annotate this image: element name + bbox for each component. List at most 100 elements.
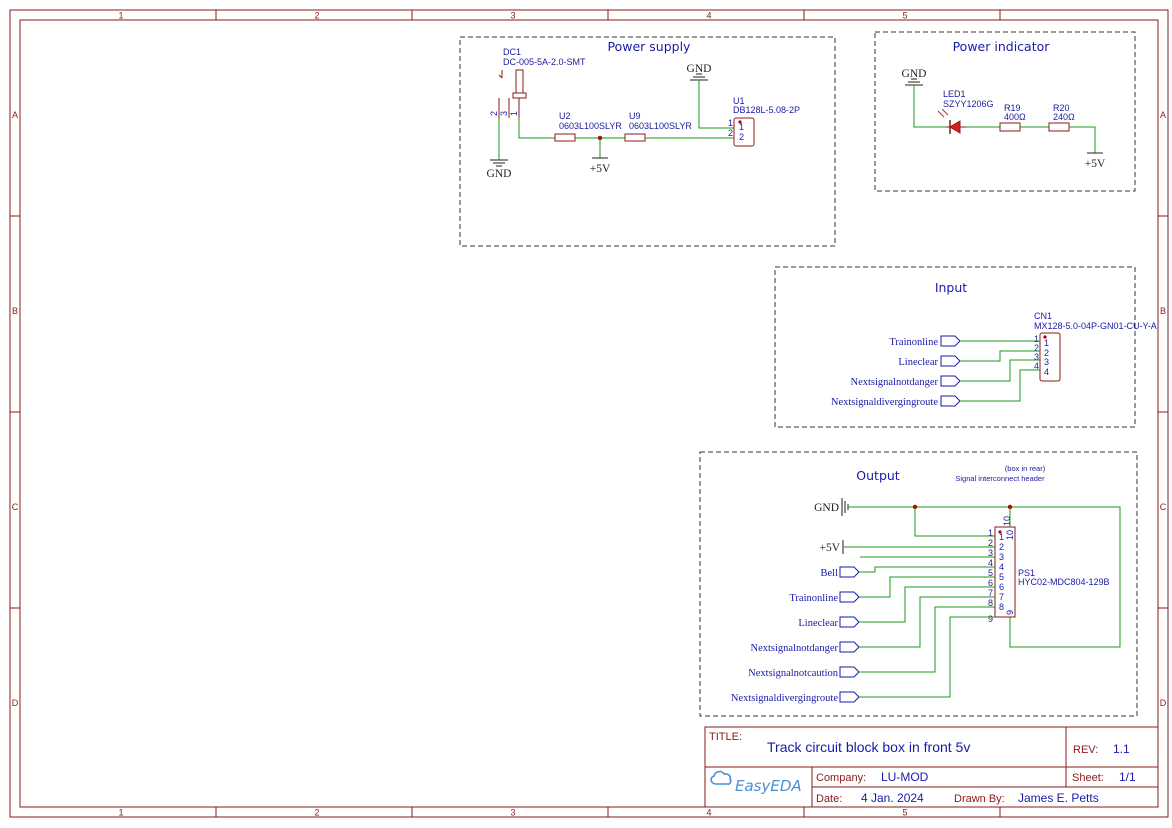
component-value: 400Ω (1004, 112, 1026, 122)
row-marker: C (12, 502, 19, 512)
pin-number: 6 (988, 578, 993, 588)
dc1-jack[interactable]: DC1 DC-005-5A-2.0-SMT 2 3 1 (489, 47, 586, 118)
net-label: Nextsignaldivergingroute (731, 693, 838, 704)
pin-number: 3 (499, 111, 509, 116)
pin-number: 5 (988, 568, 993, 578)
pin-number: 1 (1034, 334, 1039, 344)
net-label: Trainonline (889, 337, 938, 348)
pin-number: 3 (988, 548, 993, 558)
pin-number: 2 (1034, 343, 1039, 353)
rev-label: REV: (1073, 744, 1098, 756)
pin-label: 3 (999, 552, 1004, 562)
pin-label: 2 (739, 132, 744, 142)
output-net-port[interactable]: Trainonline (789, 591, 860, 604)
block-title-output: Output (856, 468, 900, 483)
header-note: (box in rear) (1005, 464, 1046, 473)
vcc-symbol: +5V (1085, 152, 1106, 170)
power-indicator-block[interactable]: Power indicator GND LED1 SZYY1206G R19 4… (874, 31, 1136, 192)
column-markers-bottom: 1 2 3 4 5 (118, 808, 907, 818)
component-value: 240Ω (1053, 112, 1075, 122)
pin-label: 1 (1044, 338, 1049, 348)
ps1-header[interactable]: PS1 HYC02-MDC804-129B 1 2 3 4 5 6 7 8 9 … (988, 516, 1110, 624)
pin-number: 2 (728, 128, 733, 138)
col-marker: 1 (118, 11, 123, 21)
pin-number: 2 (988, 538, 993, 548)
header-note: Signal interconnect header (955, 474, 1045, 483)
input-net-port[interactable]: Lineclear (898, 355, 961, 368)
pin-label: 6 (999, 582, 1004, 592)
net-label: Nextsignaldivergingroute (831, 397, 938, 408)
row-markers-left: A B C D (12, 110, 19, 708)
component-ref: LED1 (943, 89, 966, 99)
component-value: 0603L100SLYR (629, 121, 692, 131)
component-ref: U1 (733, 96, 745, 106)
input-net-port[interactable]: Trainonline (889, 335, 961, 348)
power-supply-block[interactable]: Power supply DC1 DC-005-5A-2.0-SMT 2 3 1… (459, 36, 836, 247)
pin-label: 4 (1044, 367, 1049, 377)
input-net-port[interactable]: Nextsignaldivergingroute (831, 395, 961, 408)
vcc-label: +5V (590, 163, 611, 175)
title-block: TITLE: Track circuit block box in front … (704, 726, 1159, 808)
component-ref: R19 (1004, 103, 1021, 113)
net-label: Lineclear (798, 618, 838, 629)
rev-value: 1.1 (1113, 742, 1130, 756)
schematic-title: Track circuit block box in front 5v (767, 739, 970, 755)
row-marker: B (12, 306, 18, 316)
row-markers-right: A B C D (1160, 110, 1167, 708)
component-ref: U9 (629, 111, 641, 121)
col-marker: 5 (902, 11, 907, 21)
date-label: Date: (816, 793, 842, 805)
output-net-port[interactable]: Nextsignalnotcaution (748, 666, 860, 679)
net-label: Nextsignalnotcaution (748, 668, 839, 679)
pin-label: 7 (999, 592, 1004, 602)
vcc-symbol: +5V (819, 540, 844, 554)
input-net-port[interactable]: Nextsignalnotdanger (851, 375, 961, 388)
pin-number: 8 (988, 598, 993, 608)
u9-fuse[interactable]: U9 0603L100SLYR (624, 111, 692, 142)
pin-number: 1 (988, 528, 993, 538)
pin-number: 7 (988, 588, 993, 598)
pin-number: 1 (728, 118, 733, 128)
led1-indicator[interactable]: LED1 SZYY1206G (937, 89, 994, 134)
component-ref: U2 (559, 111, 571, 121)
net-label: Lineclear (898, 357, 938, 368)
pin-label: 8 (999, 602, 1004, 612)
drawn-by-label: Drawn By: (954, 793, 1005, 805)
col-marker: 5 (902, 808, 907, 818)
block-title-power-supply: Power supply (608, 39, 692, 54)
row-marker: A (1160, 110, 1166, 120)
row-marker: C (1160, 502, 1167, 512)
date-value: 4 Jan. 2024 (861, 791, 924, 805)
output-net-port[interactable]: Bell (821, 566, 860, 579)
output-net-port[interactable]: Nextsignaldivergingroute (731, 691, 860, 704)
pin-label: 5 (999, 572, 1004, 582)
output-block[interactable]: Output (box in rear) Signal interconnect… (699, 451, 1138, 717)
output-net-port[interactable]: Lineclear (798, 616, 860, 629)
drawn-by-value: James E. Petts (1018, 791, 1099, 805)
output-net-port[interactable]: Nextsignalnotdanger (751, 641, 860, 654)
easyeda-logo: EasyEDA (710, 770, 802, 795)
gnd-label: GND (487, 168, 512, 180)
net-label: Bell (821, 568, 839, 579)
component-value: MX128-5.0-04P-GN01-CU-Y-A (1034, 321, 1157, 331)
component-value: HYC02-MDC804-129B (1018, 577, 1110, 587)
pin-number: 4 (1034, 361, 1039, 371)
col-marker: 3 (510, 11, 515, 21)
component-value: 0603L100SLYR (559, 121, 622, 131)
pin-number: 10 (1002, 516, 1012, 526)
column-markers-top: 1 2 3 4 5 (118, 11, 907, 21)
pin-number: 1 (509, 111, 519, 116)
component-ref: R20 (1053, 103, 1070, 113)
component-ref: DC1 (503, 47, 521, 57)
input-block[interactable]: Input CN1 MX128-5.0-04P-GN01-CU-Y-A 1 2 … (774, 266, 1157, 428)
net-label: Nextsignalnotdanger (751, 643, 839, 654)
u2-fuse[interactable]: U2 0603L100SLYR (554, 111, 622, 142)
pin-label: 3 (1044, 357, 1049, 367)
pin-label: 4 (999, 562, 1004, 572)
sheet-value: 1/1 (1119, 770, 1136, 784)
net-label: Trainonline (789, 593, 838, 604)
cn1-connector[interactable]: CN1 MX128-5.0-04P-GN01-CU-Y-A 1 2 3 4 1 … (1034, 311, 1157, 382)
pin-label: 9 (1005, 610, 1015, 615)
u1-terminal[interactable]: U1 DB128L-5.08-2P 1 2 1 2 (728, 96, 800, 147)
